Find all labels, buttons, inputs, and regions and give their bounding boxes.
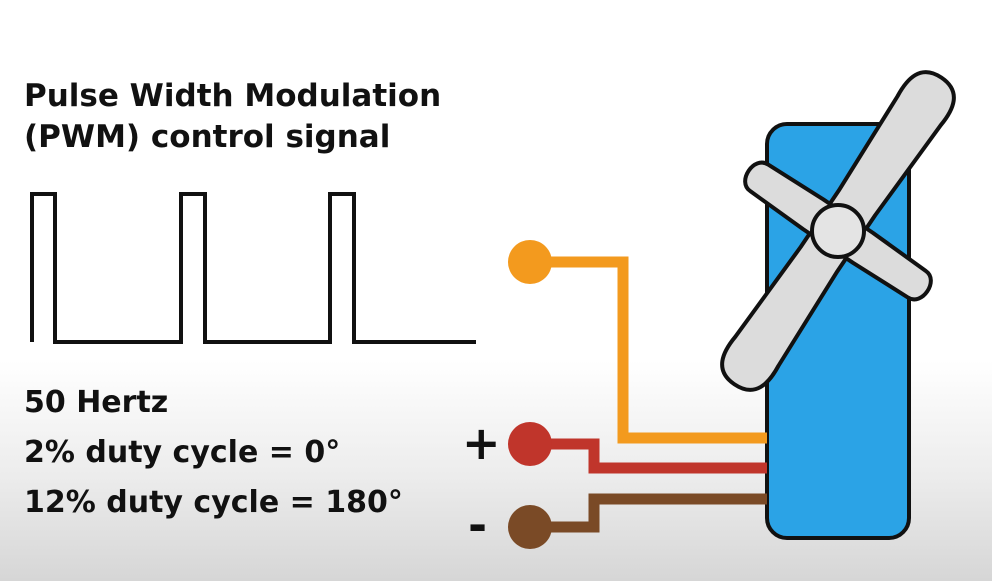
positive-wire-terminal <box>508 422 552 466</box>
title-line-1: Pulse Width Modulation <box>24 78 442 114</box>
positive-label: + <box>462 416 501 470</box>
servo-horn-hub <box>810 203 866 259</box>
pwm-specs: 50 Hertz 2% duty cycle = 0° 12% duty cyc… <box>24 378 403 528</box>
negative-label: - <box>468 498 488 552</box>
title-line-2: (PWM) control signal <box>24 119 391 155</box>
signal-wire <box>530 256 767 444</box>
negative-wire-terminal <box>508 505 552 549</box>
positive-wire <box>530 438 767 474</box>
pwm-waveform <box>30 192 476 344</box>
diagram-title: Pulse Width Modulation (PWM) control sig… <box>24 76 441 158</box>
min-duty-text: 2% duty cycle = 0° <box>24 435 341 470</box>
max-duty-text: 12% duty cycle = 180° <box>24 485 403 520</box>
negative-wire <box>530 493 767 533</box>
signal-wire-terminal <box>508 240 552 284</box>
frequency-text: 50 Hertz <box>24 385 169 420</box>
